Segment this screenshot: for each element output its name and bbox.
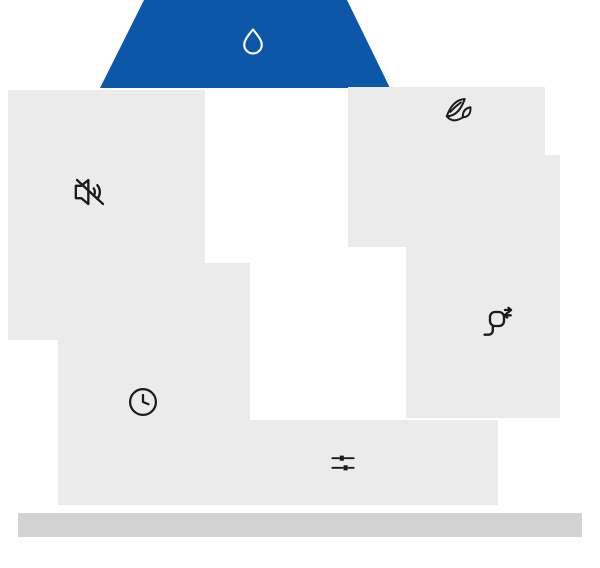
tile-options[interactable] (205, 420, 498, 505)
water-drop-icon (236, 25, 270, 59)
plug-sync-icon (477, 302, 517, 342)
leaves-icon (440, 93, 476, 129)
bottom-bar-placeholder (18, 513, 582, 537)
clock-icon (125, 384, 161, 420)
water-banner[interactable] (100, 0, 390, 88)
volume-mute-icon (70, 172, 110, 212)
sliders-icon (326, 446, 360, 480)
tile-power[interactable] (406, 155, 560, 418)
